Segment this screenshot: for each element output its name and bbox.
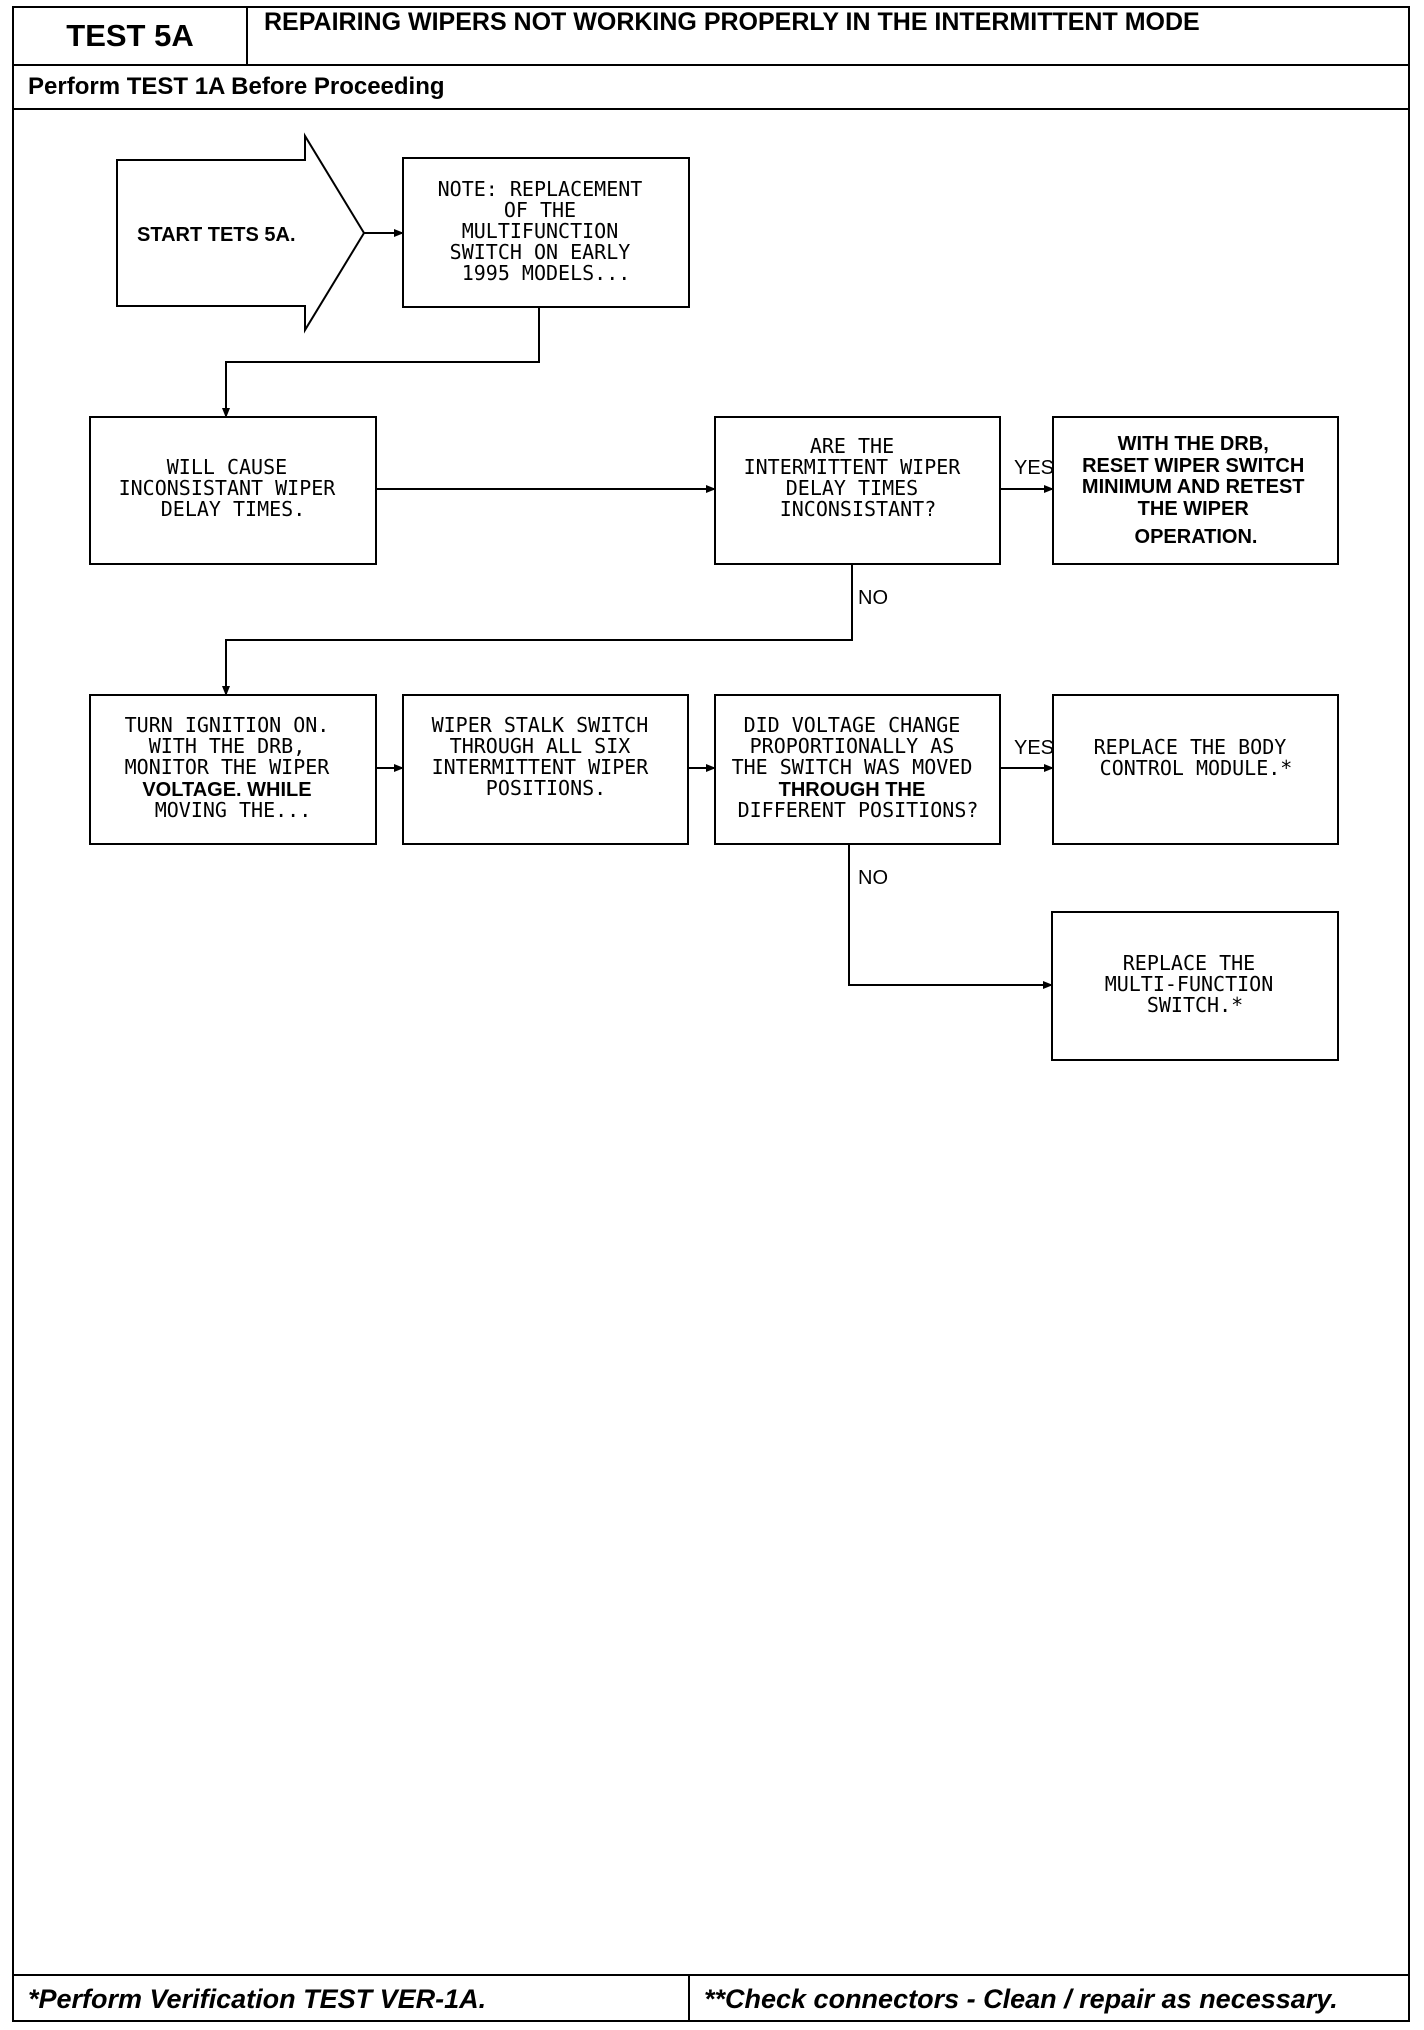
reset-action-box: [1052, 416, 1339, 565]
question2-box: [714, 694, 1001, 845]
ignition-text: TURN IGNITION ON. WITH THE DRB, MONITOR …: [125, 713, 342, 822]
page-title: REPAIRING WIPERS NOT WORKING PROPERLY IN…: [264, 8, 1200, 36]
note-text: NOTE: REPLACEMENT OF THE MULTIFUNCTION S…: [438, 177, 655, 285]
note-box: [402, 157, 690, 308]
replace-mfs-box: [1051, 911, 1339, 1061]
stalk-text: WIPER STALK SWITCH THROUGH ALL SIX INTER…: [432, 713, 661, 800]
cause-text: WILL CAUSE INCONSISTANT WIPER DELAY TIME…: [119, 455, 348, 521]
cause-box: [89, 416, 377, 565]
replace-mfs-text: REPLACE THE MULTI-FUNCTION SWITCH.*: [1105, 951, 1286, 1017]
connector-note-cause: [222, 307, 540, 418]
footer-connectors-note: **Check connectors - Clean / repair as n…: [704, 1984, 1338, 2014]
stalk-box: [402, 694, 689, 845]
replace-bcm-box: [1052, 694, 1339, 845]
ignition-box: [89, 694, 377, 845]
connector-question2-no: [848, 844, 1053, 989]
footer-verification-note: *Perform Verification TEST VER-1A.: [14, 1976, 690, 2020]
question2-text: DID VOLTAGE CHANGE PROPORTIONALLY AS THE…: [732, 713, 985, 822]
header-row: TEST 5A REPAIRING WIPERS NOT WORKING PRO…: [14, 8, 1408, 66]
test-id: TEST 5A: [14, 8, 248, 64]
connector-question1-no: [222, 564, 853, 696]
question1-text: ARE THE INTERMITTENT WIPER DELAY TIMES I…: [744, 434, 973, 521]
no-label-1: NO: [858, 587, 888, 609]
replace-bcm-text: REPLACE THE BODY CONTROL MODULE.*: [1094, 735, 1299, 780]
yes-label-1: YES: [1014, 457, 1054, 479]
yes-label-2: YES: [1014, 737, 1054, 759]
start-label: START TETS 5A.: [137, 224, 296, 246]
question1-box: [714, 416, 1001, 565]
no-label-2: NO: [858, 867, 888, 889]
prerequisite-note: Perform TEST 1A Before Proceeding: [14, 66, 1408, 110]
reset-action-text: WITH THE DRB, RESET WIPER SWITCH MINIMUM…: [1082, 433, 1310, 548]
footer: *Perform Verification TEST VER-1A. **Che…: [14, 1974, 1408, 2020]
start-arrow-shape: [116, 132, 366, 334]
